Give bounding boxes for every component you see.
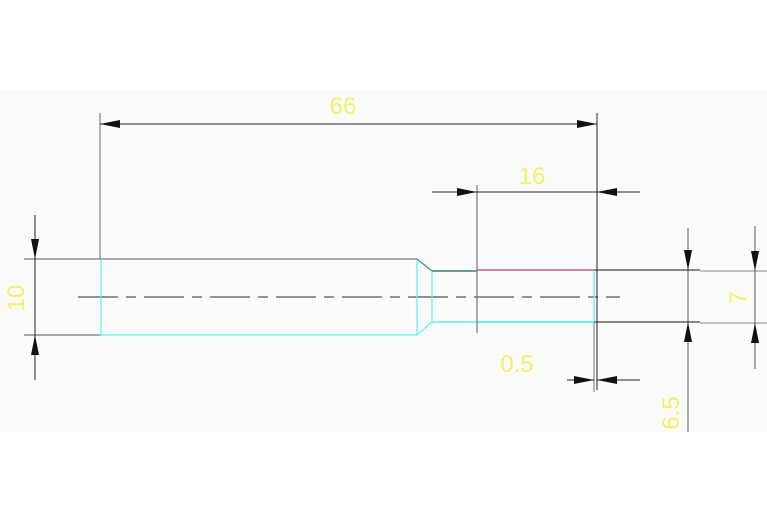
dim-text-0-5: 0.5 <box>500 351 533 378</box>
neck <box>432 270 477 323</box>
dim-text-7: 7 <box>725 291 752 304</box>
dim-text-6-5: 6.5 <box>658 396 685 429</box>
dim-text-10: 10 <box>3 285 30 312</box>
dimension-0-5: 0.5 <box>500 322 640 392</box>
taper <box>416 258 433 336</box>
dimension-6-5: 6.5 <box>658 228 692 432</box>
dim-text-66: 66 <box>330 93 357 120</box>
dimension-66: 66 <box>99 93 598 390</box>
dim-text-16: 16 <box>519 163 546 190</box>
dimension-16: 16 <box>432 163 640 196</box>
right-section <box>476 185 767 333</box>
dimension-7: 7 <box>725 226 759 369</box>
dimension-10: 10 <box>3 215 39 380</box>
drawing-area <box>0 90 767 432</box>
